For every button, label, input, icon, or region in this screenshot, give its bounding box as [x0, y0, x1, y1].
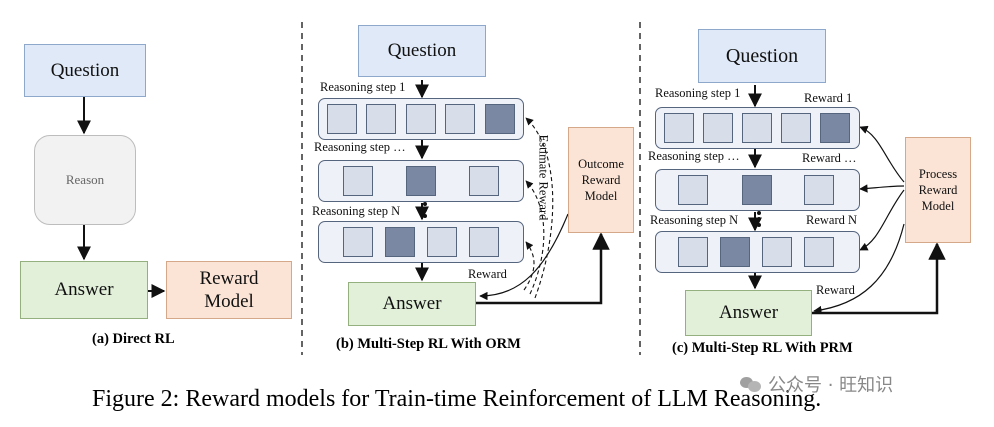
reward-1-label: Reward 1 — [804, 91, 853, 105]
arrow-prm-reward-n — [859, 189, 905, 251]
reasoning-step-n-label: Reasoning step N — [650, 213, 739, 227]
answer-label: Answer — [718, 302, 779, 323]
orm-label-line2: Reward — [581, 173, 621, 187]
step-token-cell-highlighted — [385, 227, 415, 257]
step-token-cell-highlighted — [406, 166, 436, 196]
reasoning-step-mid-label: Reasoning step … — [648, 149, 740, 163]
answer-label: Answer — [382, 293, 442, 314]
step-token-cell — [343, 227, 373, 257]
ellipsis-dots-icon — [757, 211, 761, 229]
step-token-cell — [678, 175, 708, 205]
step-token-cell — [703, 113, 733, 143]
reward-model-box: Reward Model — [166, 261, 292, 319]
step-token-cell — [445, 104, 475, 134]
watermark: 公众号 · 旺知识 — [740, 371, 893, 397]
step-token-cell — [742, 113, 772, 143]
step-token-cell — [664, 113, 694, 143]
reward-label: Reward — [816, 283, 855, 297]
process-reward-model-box: Process Reward Model — [905, 137, 971, 243]
step-token-cell — [343, 166, 373, 196]
wechat-icon — [740, 375, 762, 393]
panel-a-caption: (a) Direct RL — [92, 331, 175, 347]
question-box: Question — [698, 29, 826, 83]
dashed-estimate-1 — [525, 117, 554, 299]
step-token-cell — [678, 237, 708, 267]
arrow-orm-reward — [479, 213, 569, 301]
question-box: Question — [358, 25, 486, 77]
step-token-cell — [469, 227, 499, 257]
step-token-cell — [781, 113, 811, 143]
step-token-cell-highlighted — [720, 237, 750, 267]
answer-box: Answer — [348, 282, 476, 326]
outcome-reward-model-box: Outcome Reward Model — [568, 127, 634, 233]
reasoning-step-row — [655, 107, 860, 149]
answer-label: Answer — [54, 279, 114, 300]
reward-label: Reward — [468, 267, 507, 281]
arrow-prm-reward-1 — [859, 125, 905, 183]
step-token-cell-highlighted — [742, 175, 772, 205]
answer-box: Answer — [685, 290, 812, 336]
reward-n-label: Reward N — [806, 213, 858, 227]
orm-label-line1: Outcome — [578, 157, 624, 171]
panel-c-caption: (c) Multi-Step RL With PRM — [672, 340, 853, 356]
step-token-cell — [366, 104, 396, 134]
orm-label-line3: Model — [584, 189, 618, 203]
prm-label-line1: Process — [918, 167, 958, 181]
reasoning-step-1-label: Reasoning step 1 — [655, 86, 741, 100]
reasoning-step-mid-label: Reasoning step … — [314, 140, 406, 154]
arrow-prm-reward-mid — [859, 184, 905, 193]
reasoning-step-row — [318, 98, 524, 140]
prm-label-line3: Model — [921, 199, 955, 213]
answer-box: Answer — [20, 261, 148, 319]
ellipsis-dots-icon — [423, 202, 427, 220]
dashed-estimate-3 — [523, 241, 535, 291]
prm-label-line2: Reward — [918, 183, 958, 197]
watermark-text: 公众号 · 旺知识 — [768, 375, 894, 396]
reasoning-step-n-label: Reasoning step N — [312, 204, 401, 218]
reward-mid-label: Reward … — [802, 151, 857, 165]
reason-label: Reason — [65, 172, 105, 187]
reward-model-label-line2: Model — [204, 291, 254, 312]
reasoning-step-row — [318, 221, 524, 263]
dashed-estimate-2 — [525, 180, 545, 295]
step-token-cell — [406, 104, 436, 134]
reasoning-step-row — [318, 160, 524, 202]
question-box: Question — [24, 44, 146, 97]
reason-box: Reason — [34, 135, 136, 225]
step-token-cell-highlighted — [485, 104, 515, 134]
step-token-cell — [762, 237, 792, 267]
panel-b-caption: (b) Multi-Step RL With ORM — [336, 336, 521, 352]
estimate-reward-label: Estimate Reward — [536, 134, 551, 221]
step-token-cell — [804, 175, 834, 205]
question-label: Question — [387, 40, 457, 61]
question-label: Question — [50, 59, 120, 81]
step-token-cell — [804, 237, 834, 267]
arrow-prm-reward — [813, 223, 905, 315]
reasoning-step-1-label: Reasoning step 1 — [320, 80, 406, 94]
reward-model-label-line1: Reward — [199, 268, 259, 289]
step-token-cell-highlighted — [820, 113, 850, 143]
question-label: Question — [725, 44, 799, 67]
step-token-cell — [469, 166, 499, 196]
arrow-answer-to-orm — [476, 232, 610, 305]
step-token-cell — [427, 227, 457, 257]
step-token-cell — [327, 104, 357, 134]
reasoning-step-row — [655, 231, 860, 273]
reasoning-step-row — [655, 169, 860, 211]
figure-caption: Figure 2: Reward models for Train-time R… — [92, 386, 822, 412]
arrow-answer-to-prm — [812, 242, 946, 315]
